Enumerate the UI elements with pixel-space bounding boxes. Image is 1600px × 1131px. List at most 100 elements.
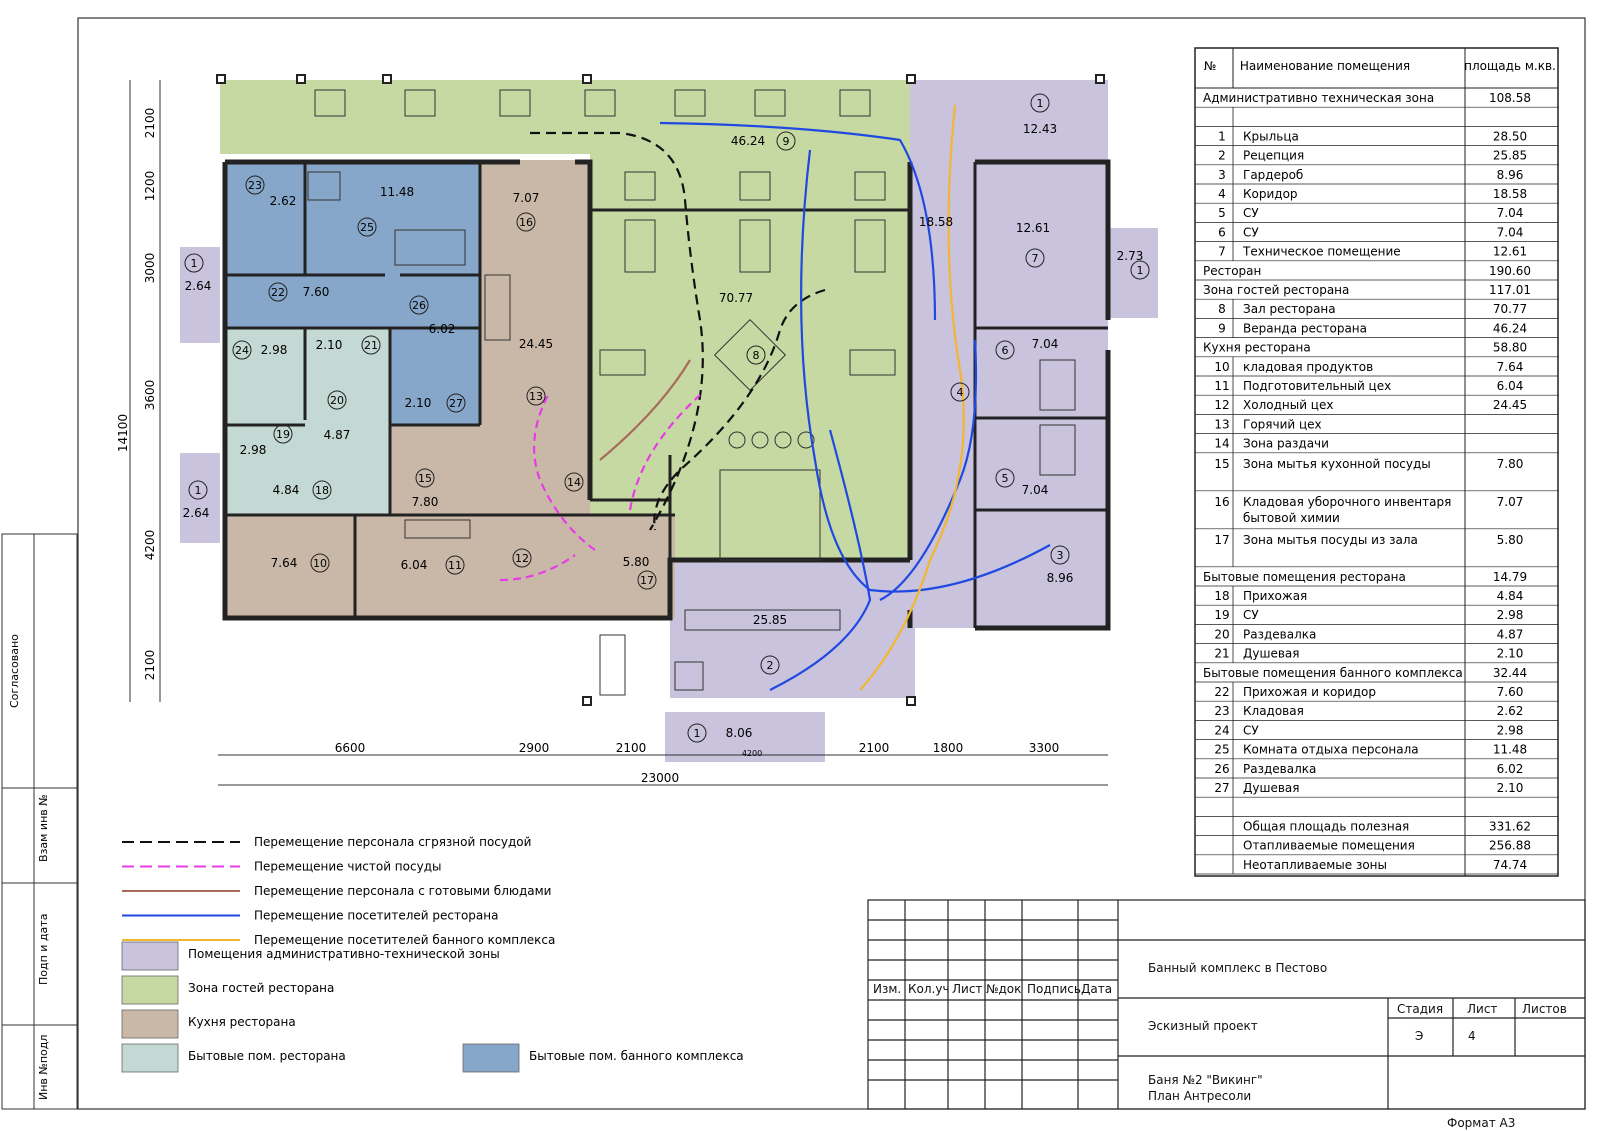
table-cell-name: Отапливаемые помещения xyxy=(1243,839,1415,853)
sheet-frame xyxy=(77,17,1586,1110)
table-cell-area: 108.58 xyxy=(1489,91,1531,105)
table-cell-name: Прихожая и коридор xyxy=(1243,685,1376,699)
room-area: 7.04 xyxy=(1032,337,1059,351)
room-area: 12.61 xyxy=(1016,221,1050,235)
room-number: 23 xyxy=(248,179,262,192)
room-number-circle xyxy=(746,345,766,365)
room-number-circle xyxy=(361,335,381,355)
legend-zone-label: Помещения административно-технической зо… xyxy=(188,947,500,961)
table-cell-area: 14.79 xyxy=(1493,570,1527,584)
table-cell-area: 2.62 xyxy=(1497,704,1524,718)
room-number-circle xyxy=(950,382,970,402)
table-cell-name: Комната отдыха персонала xyxy=(1243,743,1419,757)
dim-vertical: 3000 xyxy=(143,253,157,284)
room-number-circle xyxy=(409,295,429,315)
room-number: 11 xyxy=(448,559,462,572)
room-r7: 712.61 xyxy=(1016,221,1050,268)
legend-zone-swatch xyxy=(121,1009,179,1039)
room-number-circle xyxy=(512,548,532,568)
table-cell-area: 6.02 xyxy=(1497,762,1524,776)
tb-col-doc: №док xyxy=(986,982,1021,996)
table-cell-area: 46.24 xyxy=(1493,321,1527,335)
zone-bath-top xyxy=(225,162,480,328)
room-number: 1 xyxy=(1037,97,1044,110)
room-r23: 232.62 xyxy=(245,175,297,208)
table-cell-num: 1 xyxy=(1218,129,1226,143)
room-number-circle xyxy=(188,480,208,500)
table-cell-num: 20 xyxy=(1214,627,1229,641)
zone-staff xyxy=(225,328,390,515)
tb-col-kol: Кол.уч xyxy=(908,982,950,996)
dim-vertical: 3600 xyxy=(143,380,157,411)
dim-horizontal: 2900 xyxy=(519,741,550,755)
table-cell-name: СУ xyxy=(1243,225,1259,239)
table-cell-name: СУ xyxy=(1243,608,1259,622)
table-cell-num: 23 xyxy=(1214,704,1229,718)
flow-restaurant-1 xyxy=(769,429,872,691)
zone-admin-top xyxy=(910,80,1108,162)
legend-zone-swatch xyxy=(121,941,179,971)
dim-horizontal: 2100 xyxy=(859,741,890,755)
room-area: 2.62 xyxy=(270,194,297,208)
room-number: 19 xyxy=(276,428,290,441)
tb-col-izm: Изм. xyxy=(873,982,901,996)
room-number: 24 xyxy=(235,344,249,357)
room-number-circle xyxy=(273,424,293,444)
table-cell-num: 15 xyxy=(1214,457,1229,471)
legend-zone-staff: Бытовые пом. ресторана xyxy=(121,1043,346,1073)
zone-porch-bottom xyxy=(665,712,825,762)
furniture xyxy=(307,89,1076,696)
room-area: 8.06 xyxy=(726,726,753,740)
table-cell-name: Веранда ресторана xyxy=(1243,321,1367,335)
room-number-circle xyxy=(995,468,1015,488)
dimension-lines xyxy=(129,80,1108,786)
table-row: Бытовые помещения банного комплекса 32.44 xyxy=(1203,666,1527,680)
zone-kitchen-bottom xyxy=(225,515,675,618)
room-area: 4.84 xyxy=(273,483,300,497)
table-cell-num: 8 xyxy=(1218,302,1226,316)
room-r5: 57.04 xyxy=(995,468,1048,497)
tb-col-sign: Подпись xyxy=(1027,982,1081,996)
room-number-circle xyxy=(445,555,465,575)
room-area: 7.60 xyxy=(303,285,330,299)
dim-vertical: 1200 xyxy=(143,171,157,202)
room-area: 2.10 xyxy=(405,396,432,410)
room-number: 3 xyxy=(1057,549,1064,562)
room-r11: 116.04 xyxy=(401,555,465,575)
table-header-name: Наименование помещения xyxy=(1240,59,1410,73)
room-area: 7.80 xyxy=(412,495,439,509)
room-r15: 157.80 xyxy=(412,468,439,509)
room-r17: 175.80 xyxy=(623,555,657,590)
table-cell-area: 331.62 xyxy=(1489,819,1531,833)
dim-total-horizontal: 23000 xyxy=(641,771,679,785)
room-r9: 946.24 xyxy=(731,131,796,151)
room-area: 46.24 xyxy=(731,134,765,148)
table-cell-num: 3 xyxy=(1218,168,1226,182)
table-cell-area: 24.45 xyxy=(1493,398,1527,412)
flow-dishes xyxy=(599,359,691,461)
room-number-circle xyxy=(415,468,435,488)
table-header-area: площадь м.кв. xyxy=(1464,59,1556,73)
room-number: 22 xyxy=(271,286,285,299)
table-cell-area: 5.80 xyxy=(1497,533,1524,547)
table-group-name: Бытовые помещения банного комплекса xyxy=(1203,666,1463,680)
room-area: 6.02 xyxy=(429,322,456,336)
room-number: 14 xyxy=(567,476,581,489)
dim-horizontal: 1800 xyxy=(933,741,964,755)
walls xyxy=(222,159,1111,631)
table-cell-area: 32.44 xyxy=(1493,666,1527,680)
